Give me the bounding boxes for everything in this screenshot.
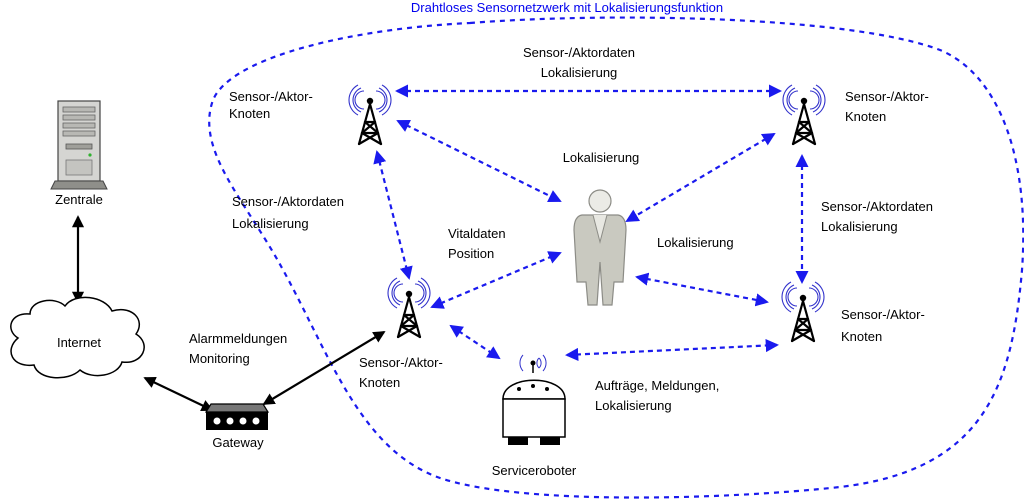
- zentrale-label: Zentrale: [55, 192, 103, 207]
- cloud-icon: [10, 296, 145, 379]
- robot-icon: [502, 354, 566, 445]
- sensor-bottom-left-label: Knoten: [359, 375, 400, 390]
- antenna-tower-icon: [781, 83, 827, 146]
- sensor-bottom-left-label: Sensor-/Aktor-: [359, 355, 443, 370]
- edge-top-label: Sensor-/Aktordaten: [523, 45, 635, 60]
- antenna-tower-icon: [347, 83, 393, 146]
- edge-left-label: Lokalisierung: [232, 216, 309, 231]
- edge-right-label: Lokalisierung: [821, 219, 898, 234]
- person-icon: [573, 189, 627, 306]
- diagram-title: Drahtloses Sensornetzwerk mit Lokalisier…: [411, 0, 723, 15]
- link-bl-robot: [449, 324, 501, 360]
- gateway-sensor-link: [262, 331, 386, 405]
- edge-right-label: Sensor-/Aktordaten: [821, 199, 933, 214]
- link-tr-person: [625, 132, 776, 223]
- edge-top-label: Lokalisierung: [541, 65, 618, 80]
- link-bl-person: [430, 251, 562, 309]
- sensor-top-right-label: Sensor-/Aktor-: [845, 89, 929, 104]
- edge-gateway-label: Monitoring: [189, 351, 250, 366]
- edge-gateway-label: Alarmmeldungen: [189, 331, 287, 346]
- edge-left-label: Sensor-/Aktordaten: [232, 194, 344, 209]
- sensor-top-left-label: Sensor-/Aktor-: [229, 89, 313, 104]
- wsn-boundary: [208, 16, 1024, 499]
- gateway-label: Gateway: [212, 435, 264, 450]
- link-robot-br: [565, 338, 779, 362]
- edge-robot-label: Aufträge, Meldungen,: [595, 378, 719, 393]
- sensor-top-right-label: Knoten: [845, 109, 886, 124]
- edge-tl-person-label: Lokalisierung: [563, 150, 640, 165]
- link-br-person: [635, 272, 769, 307]
- antenna-tower-icon: [386, 276, 432, 339]
- edge-tr-person-label: Lokalisierung: [657, 235, 734, 250]
- edge-robot-label: Lokalisierung: [595, 398, 672, 413]
- sensor-bottom-right-label: Sensor-/Aktor-: [841, 307, 925, 322]
- server-tower-icon: [50, 100, 108, 190]
- router-icon: [204, 403, 270, 430]
- edge-bl-person-label: Position: [448, 246, 494, 261]
- sensor-bottom-right-label: Knoten: [841, 329, 882, 344]
- edge-bl-person-label: Vitaldaten: [448, 226, 506, 241]
- internet-label: Internet: [57, 335, 101, 350]
- internet-gateway-link: [143, 376, 214, 412]
- sensor-top-left-label: Knoten: [229, 106, 270, 121]
- robot-label: Serviceroboter: [492, 463, 577, 478]
- antenna-tower-icon: [780, 280, 826, 343]
- link-tl-person: [396, 120, 562, 202]
- link-left: [373, 150, 413, 280]
